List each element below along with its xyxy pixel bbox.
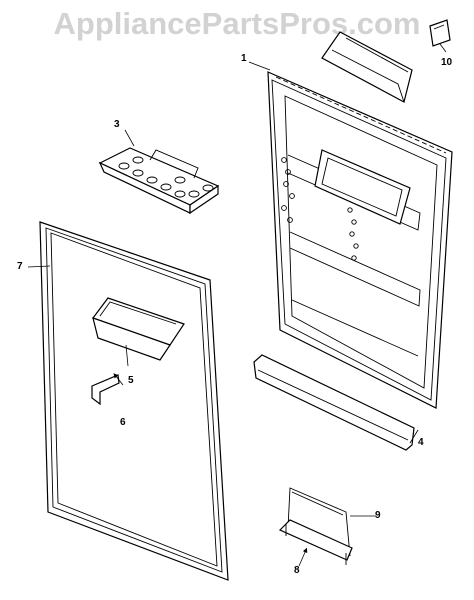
- callout-3: 3: [114, 119, 120, 130]
- cap-part-10: [429, 19, 451, 47]
- small-bin-part-5: [92, 297, 185, 361]
- door-liner-part-1: [267, 71, 453, 409]
- egg-tray-part-3: [98, 147, 220, 215]
- leader-lines: [27, 43, 447, 567]
- retainer-base-part-8: [278, 519, 353, 565]
- callout-10: 10: [441, 57, 453, 68]
- callout-8: 8: [294, 565, 300, 576]
- door-gasket-part-7: [39, 221, 229, 581]
- callout-5: 5: [128, 375, 134, 386]
- callout-4: 4: [418, 437, 424, 448]
- callout-1: 1: [241, 53, 247, 64]
- callout-9: 9: [375, 510, 381, 521]
- watermark: AppliancePartsPros.com: [53, 6, 421, 41]
- retainer-part-9: [287, 487, 351, 557]
- dairy-bin: [321, 31, 413, 103]
- callout-7: 7: [17, 261, 23, 272]
- door-shelf-part-4: [253, 354, 415, 451]
- callout-6: 6: [120, 417, 126, 428]
